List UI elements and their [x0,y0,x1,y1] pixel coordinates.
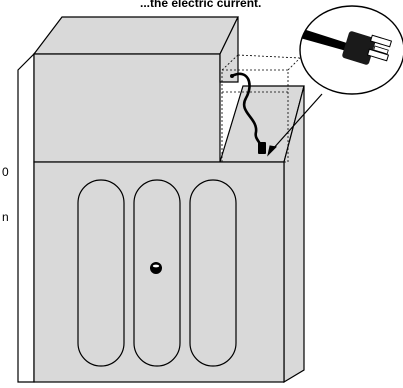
plug-callout [299,5,403,95]
power-plug-icon [300,28,393,65]
side-text-fragment: n [2,210,9,224]
rear-block [219,85,305,384]
knob-icon [150,262,162,274]
side-panel [17,52,35,383]
side-text-fragment: 0 [2,165,9,179]
power-cord [230,72,266,154]
arrow-icon [267,93,323,157]
caption-text: ...the electric current. [140,0,262,10]
upper-cabinet [32,16,239,163]
vent-slots [77,179,237,367]
outlet-outline [221,54,301,163]
